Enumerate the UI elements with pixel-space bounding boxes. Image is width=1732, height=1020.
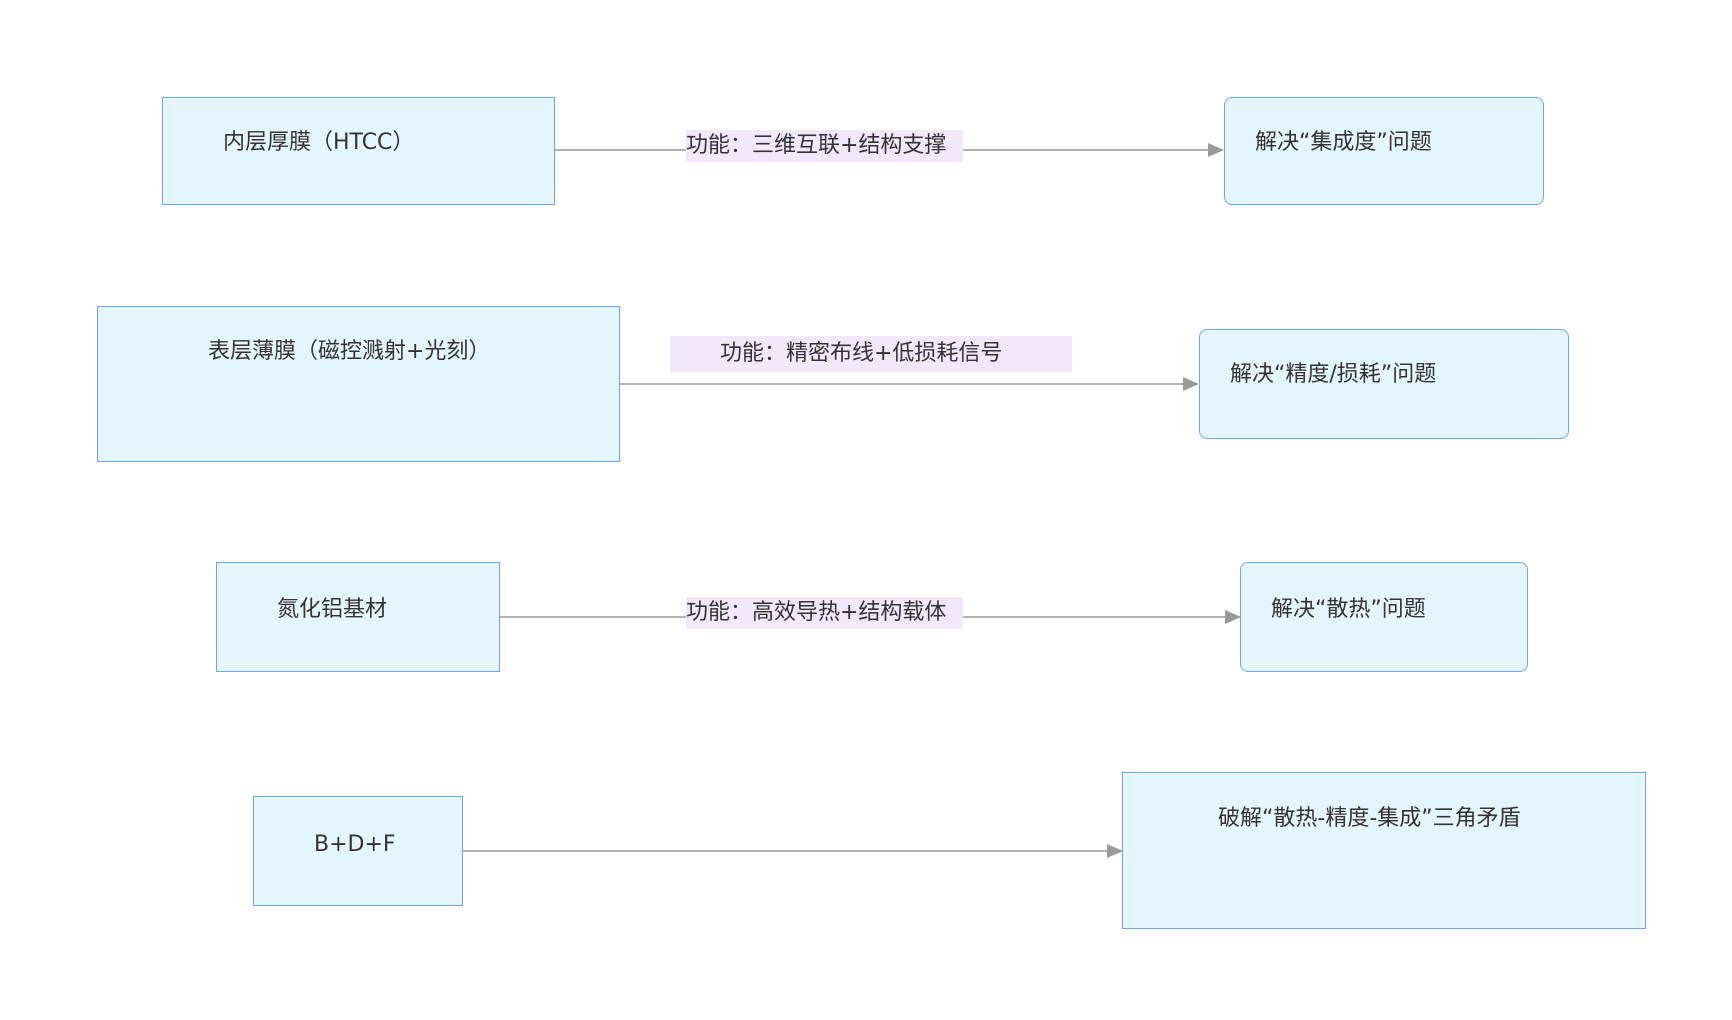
node-solve-integration[interactable]: 解决“集成度”问题 bbox=[1224, 97, 1544, 205]
node-inner-thick-film[interactable]: 内层厚膜（HTCC） bbox=[162, 97, 555, 205]
node-combination-bdf-label: B+D+F bbox=[314, 832, 396, 857]
edge-3-label: 功能：高效导热+结构载体 bbox=[686, 597, 963, 629]
node-break-triangle-contradiction[interactable]: 破解“散热-精度-集成”三角矛盾 bbox=[1122, 772, 1646, 929]
node-surface-thin-film-label: 表层薄膜（磁控溅射+光刻） bbox=[208, 339, 491, 364]
node-aluminum-nitride-substrate[interactable]: 氮化铝基材 bbox=[216, 562, 500, 672]
node-solve-precision-loss[interactable]: 解决“精度/损耗”问题 bbox=[1199, 329, 1569, 439]
node-solve-heat-dissipation-label: 解决“散热”问题 bbox=[1271, 597, 1426, 622]
node-solve-integration-label: 解决“集成度”问题 bbox=[1255, 130, 1432, 155]
node-combination-bdf[interactable]: B+D+F bbox=[253, 796, 463, 906]
edge-2-label: 功能：精密布线+低损耗信号 bbox=[670, 336, 1072, 372]
node-solve-heat-dissipation[interactable]: 解决“散热”问题 bbox=[1240, 562, 1528, 672]
node-solve-precision-loss-label: 解决“精度/损耗”问题 bbox=[1230, 362, 1437, 387]
node-surface-thin-film[interactable]: 表层薄膜（磁控溅射+光刻） bbox=[97, 306, 620, 462]
node-break-triangle-contradiction-label: 破解“散热-精度-集成”三角矛盾 bbox=[1218, 806, 1521, 831]
node-inner-thick-film-label: 内层厚膜（HTCC） bbox=[223, 130, 415, 155]
edge-2-label-text: 功能：精密布线+低损耗信号 bbox=[720, 341, 1003, 366]
edge-1-label-text: 功能：三维互联+结构支撑 bbox=[686, 133, 947, 158]
edge-3-label-text: 功能：高效导热+结构载体 bbox=[686, 600, 947, 625]
edge-1-label: 功能：三维互联+结构支撑 bbox=[686, 130, 963, 162]
node-aluminum-nitride-substrate-label: 氮化铝基材 bbox=[277, 597, 388, 622]
